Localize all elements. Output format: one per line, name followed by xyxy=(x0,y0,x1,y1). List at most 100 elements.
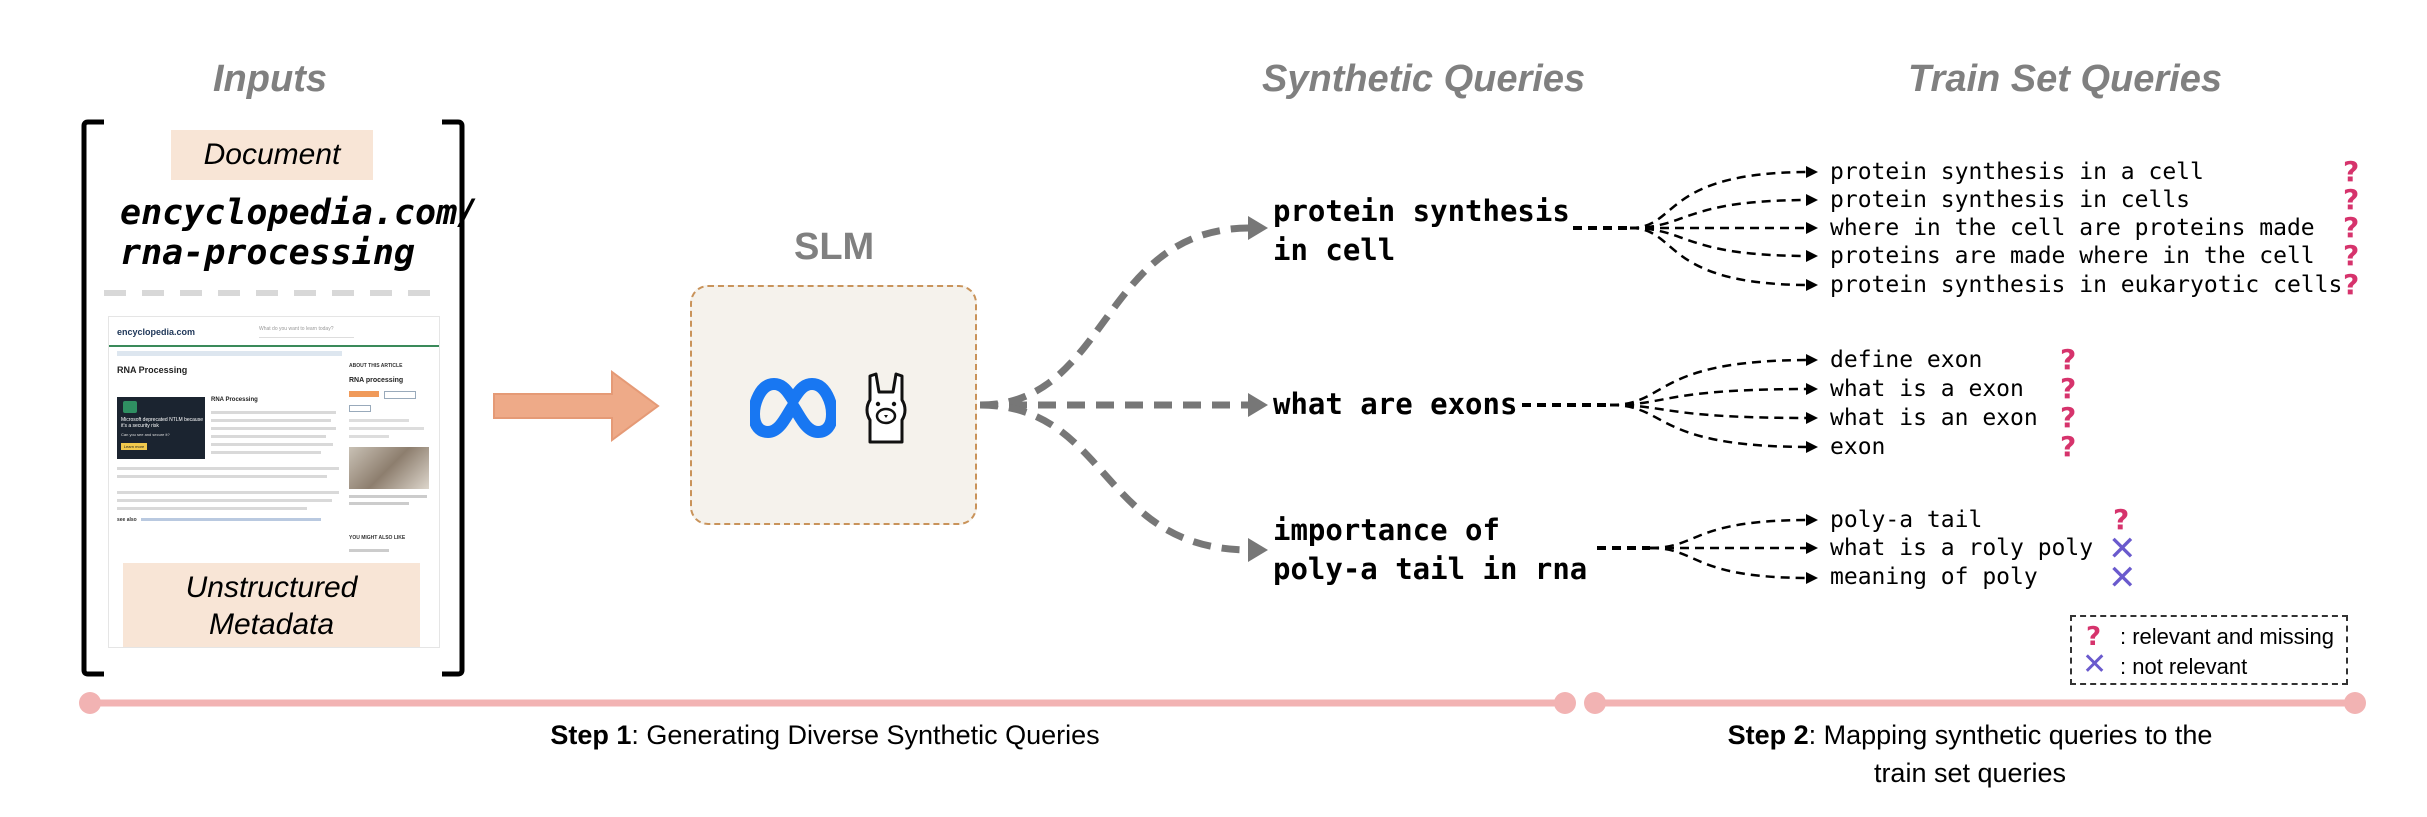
synthetic-query-2: what are exons xyxy=(1273,385,1517,424)
question-icon: ? xyxy=(2060,430,2077,463)
metadata-tag: Unstructured Metadata xyxy=(123,563,420,647)
fan-3-3 xyxy=(1649,546,1811,580)
train-query-3-1: poly-a tail xyxy=(1830,507,1983,533)
thumb-you-might: YOU MIGHT ALSO LIKE xyxy=(349,535,406,541)
thumb-text-line-7 xyxy=(117,467,339,470)
thumb-see-also: see also xyxy=(117,517,137,523)
slm-box xyxy=(690,285,977,525)
thumb-text-line-1 xyxy=(211,411,336,414)
thumb-sidebar-tag xyxy=(349,405,371,412)
thumb-promo-text: Microsoft deprecated NTLM because it's a… xyxy=(121,417,203,429)
thumb-text-line-5 xyxy=(211,443,333,446)
arrow-right-icon xyxy=(493,370,660,442)
synthetic-query-3-line2: poly-a tail in rna xyxy=(1273,552,1588,586)
train-query-2-3: what is an exon xyxy=(1830,405,2038,431)
synthetic-query-1: protein synthesis in cell xyxy=(1273,192,1570,270)
thumb-sidebar-line-3 xyxy=(349,435,389,438)
thumb-card-title: RNA Processing xyxy=(211,397,258,403)
train-query-1-2: protein synthesis in cells xyxy=(1830,187,2191,213)
fan-2-3 xyxy=(1609,403,1811,420)
train-set-heading: Train Set Queries xyxy=(1908,58,2222,100)
synthetic-query-1-line2: in cell xyxy=(1273,233,1396,267)
thumb-text-line-3 xyxy=(211,427,336,430)
metadata-line2: Metadata xyxy=(208,608,335,641)
synthetic-query-1-line1: protein synthesis xyxy=(1273,194,1570,228)
step2-label: Step 2 xyxy=(1727,720,1809,750)
inputs-brackets xyxy=(81,119,465,677)
synthetic-query-3: importance of poly-a tail in rna xyxy=(1273,511,1587,589)
fan-2-2 xyxy=(1609,387,1811,407)
question-icon: ? xyxy=(2343,239,2360,272)
step2-text-line2: train set queries xyxy=(1873,758,2067,788)
legend-not-relevant-label: : not relevant xyxy=(2120,654,2248,679)
thumb-sidebar-image xyxy=(349,447,429,489)
fan-1-5 xyxy=(1629,226,1811,287)
train-query-3-2: what is a roly poly xyxy=(1830,535,2094,561)
question-icon: ? xyxy=(2060,372,2077,405)
thumb-breadcrumb xyxy=(117,351,342,356)
thumb-promo-button: Learn more xyxy=(121,443,147,450)
train-query-2-1: define exon xyxy=(1830,347,1983,373)
train-query-3-3: meaning of poly xyxy=(1830,564,2038,590)
train-query-1-3: where in the cell are proteins made xyxy=(1830,215,2315,241)
timeline xyxy=(79,692,2366,714)
question-icon: ? xyxy=(2343,155,2360,188)
thumb-promo-sub: Can you see and secure it? xyxy=(121,432,170,437)
synthetic-query-3-line1: importance of xyxy=(1273,513,1500,547)
step1-text: : Generating Diverse Synthetic Queries xyxy=(631,720,1100,750)
thumb-text-line-11 xyxy=(117,507,307,510)
thumb-sidebar-caption-1 xyxy=(349,495,427,498)
thumb-sidebar-title: RNA processing xyxy=(349,377,404,384)
legend-relevant-label: : relevant and missing xyxy=(2120,624,2334,649)
synthetic-queries-heading: Synthetic Queries xyxy=(1262,58,1586,100)
thumb-title: RNA Processing xyxy=(117,365,188,375)
inputs-heading: Inputs xyxy=(213,58,327,100)
question-icon: ? xyxy=(2113,503,2130,536)
thumb-site-name: encyclopedia.com xyxy=(117,327,196,337)
cross-icon: ✕ xyxy=(2108,529,2137,569)
thumb-sidebar-line-1 xyxy=(349,419,409,422)
thumb-search-box: What do you want to learn today? xyxy=(259,326,354,338)
question-icon: ? xyxy=(2343,268,2360,301)
train-query-2-2: what is a exon xyxy=(1830,376,2024,402)
fan-1-1 xyxy=(1629,170,1811,230)
fan-2-4 xyxy=(1609,403,1811,449)
arrowhead-1 xyxy=(1248,216,1268,240)
thumb-sidebar-heading: ABOUT THIS ARTICLE xyxy=(349,363,403,369)
question-icon: ? xyxy=(2060,401,2077,434)
thumb-see-also-links xyxy=(141,518,321,521)
thumb-text-line-6 xyxy=(211,451,321,454)
question-icon: ? xyxy=(2086,622,2102,652)
fan-1-2 xyxy=(1629,198,1811,230)
train-query-1-1: protein synthesis in a cell xyxy=(1830,159,2204,185)
arrowhead-3 xyxy=(1248,538,1268,562)
thumb-sidebar-caption-2 xyxy=(349,502,409,505)
meta-logo-icon xyxy=(750,378,836,438)
arrowhead-2 xyxy=(1248,393,1268,417)
train-query-1-4: proteins are made where in the cell xyxy=(1830,243,2315,269)
dashed-divider xyxy=(104,290,440,296)
step2-text-line1: : Mapping synthetic queries to the xyxy=(1808,720,2213,750)
question-icon: ? xyxy=(2343,211,2360,244)
train-query-2-4: exon xyxy=(1830,434,1886,460)
thumb-nav-bar xyxy=(109,345,439,347)
thumb-text-line-4 xyxy=(211,435,326,438)
legend-box: ? : relevant and missing ✕ : not relevan… xyxy=(2070,615,2348,685)
step1-label: Step 1 xyxy=(550,720,632,750)
fan-1-4 xyxy=(1629,226,1811,258)
train-query-1-5: protein synthesis in eukaryotic cells xyxy=(1830,272,2343,298)
thumb-text-line-8 xyxy=(117,475,327,478)
thumb-sidebar-badge xyxy=(349,391,379,397)
question-icon: ? xyxy=(2060,343,2077,376)
url-line1: encyclopedia.com/ xyxy=(120,193,479,233)
llama-icon xyxy=(865,372,907,444)
thumb-promo-logo xyxy=(123,401,137,413)
connector-to-query-3 xyxy=(979,401,1251,554)
thumb-text-line-9 xyxy=(117,491,339,494)
cross-icon: ✕ xyxy=(2108,558,2137,598)
connector-to-query-1 xyxy=(979,224,1251,409)
synthetic-query-2-line1: what are exons xyxy=(1273,387,1518,421)
document-tag: Document xyxy=(171,130,373,180)
step1-caption: Step 1: Generating Diverse Synthetic Que… xyxy=(430,716,1220,754)
